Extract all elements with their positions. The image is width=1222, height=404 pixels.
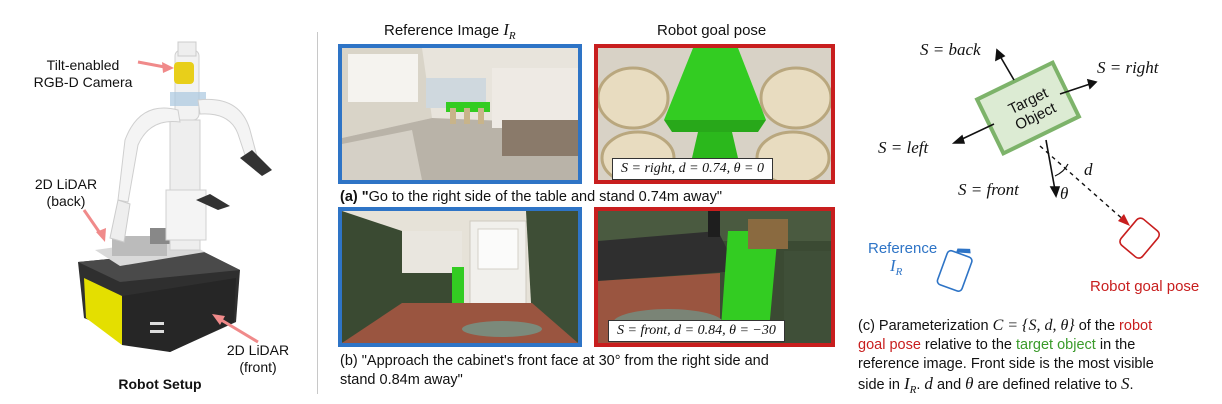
label-theta: θ (1060, 184, 1069, 203)
caption-c-line4-math: I (903, 374, 910, 393)
lidar-back-line1: 2D LiDAR (34, 176, 98, 192)
reference-image-header-math: I (503, 20, 509, 39)
parameterization-diagram (936, 48, 1160, 292)
lidar-front-label: 2D LiDAR (front) (218, 342, 298, 376)
kitchen-scene-a (342, 48, 578, 180)
example-a-reference-image (338, 44, 582, 184)
example-b-params: S = front, d = 0.84, θ = −30 (608, 320, 785, 342)
caption-c-line4-d: d (924, 374, 933, 393)
example-b-caption: (b) "Approach the cabinet's front face a… (340, 352, 769, 390)
caption-c-line1-a: (c) Parameterization (858, 318, 993, 334)
caption-c-line2-b: in the (1095, 337, 1136, 353)
reference-image-header-text: Reference Image (384, 22, 500, 39)
example-a-caption-prefix: (a) " (340, 189, 369, 205)
example-a-caption: (a) "Go to the right side of the table a… (340, 188, 722, 207)
label-s-right: S = right (1097, 58, 1159, 77)
distance-line (1039, 145, 1127, 223)
caption-c-line4: side in IR. d and θ are defined relative… (858, 374, 1214, 400)
caption-c-line4-d2: are defined relative to (973, 377, 1122, 393)
caption-c-line4-b: . (916, 377, 925, 393)
reference-camera-icon (936, 248, 973, 292)
reference-image-header: Reference Image IR (384, 20, 516, 42)
caption-c-line3: reference image. Front side is the most … (858, 356, 1154, 372)
example-a-params: S = right, d = 0.74, θ = 0 (612, 158, 773, 180)
caption-c-line1-b: of the (1074, 318, 1120, 334)
goal-pose-header: Robot goal pose (657, 22, 767, 39)
robot-goal-label: Robot goal pose (1090, 278, 1200, 295)
caption-c: (c) Parameterization C = {S, d, θ} of th… (858, 316, 1214, 400)
reference-label-math: I (890, 256, 896, 275)
lidar-front-line2: (front) (239, 359, 277, 375)
label-s-front: S = front (958, 180, 1019, 199)
lidar-back-label: 2D LiDAR (back) (26, 176, 106, 210)
robot-setup-panel: Tilt-enabled RGB-D Camera 2D LiDAR (back… (0, 0, 310, 404)
reference-label: Reference IR (868, 240, 937, 281)
reference-label-line1: Reference (868, 240, 938, 257)
caption-c-line4-a: side in (858, 377, 904, 393)
robot-illustration (78, 41, 272, 352)
reference-label-sub: R (895, 266, 903, 278)
caption-c-line2-a: relative to the (920, 337, 1016, 353)
example-b-reference-image (338, 207, 582, 347)
label-s-back: S = back (920, 40, 981, 59)
caption-c-line2-green: target object (1016, 337, 1096, 353)
camera-label-line1: Tilt-enabled (46, 57, 120, 73)
caption-c-line2: goal pose relative to the target object … (858, 336, 1214, 355)
camera-label: Tilt-enabled RGB-D Camera (20, 57, 146, 91)
caption-c-line2-red: goal pose (858, 337, 921, 353)
caption-c-line4-c: and (932, 377, 966, 393)
label-d: d (1084, 160, 1093, 179)
example-b-caption-line2: stand 0.84m away" (340, 372, 463, 388)
camera-label-line2: RGB-D Camera (33, 74, 133, 90)
robot-goal-icon (1119, 217, 1160, 259)
kitchen-scene-b (342, 211, 578, 343)
caption-c-line4-e: . (1129, 377, 1134, 393)
theta-arc (1054, 163, 1069, 177)
lidar-back-line2: (back) (46, 193, 86, 209)
caption-c-line1: (c) Parameterization C = {S, d, θ} of th… (858, 316, 1214, 336)
caption-c-line1-red: robot (1119, 318, 1153, 334)
panel-divider (317, 32, 318, 394)
example-a-caption-text: Go to the right side of the table and st… (368, 189, 722, 205)
lidar-front-line1: 2D LiDAR (226, 342, 290, 358)
robot-setup-caption: Robot Setup (118, 376, 202, 392)
caption-c-line4-s: S (1121, 374, 1130, 393)
caption-c-line4-sub: R (909, 383, 917, 396)
caption-c-line1-math: C = {S, d, θ} (992, 317, 1075, 334)
label-s-left: S = left (878, 138, 929, 157)
caption-c-line4-theta: θ (965, 374, 974, 393)
reference-image-header-sub: R (508, 30, 516, 42)
example-b-caption-line1: (b) "Approach the cabinet's front face a… (340, 353, 769, 369)
